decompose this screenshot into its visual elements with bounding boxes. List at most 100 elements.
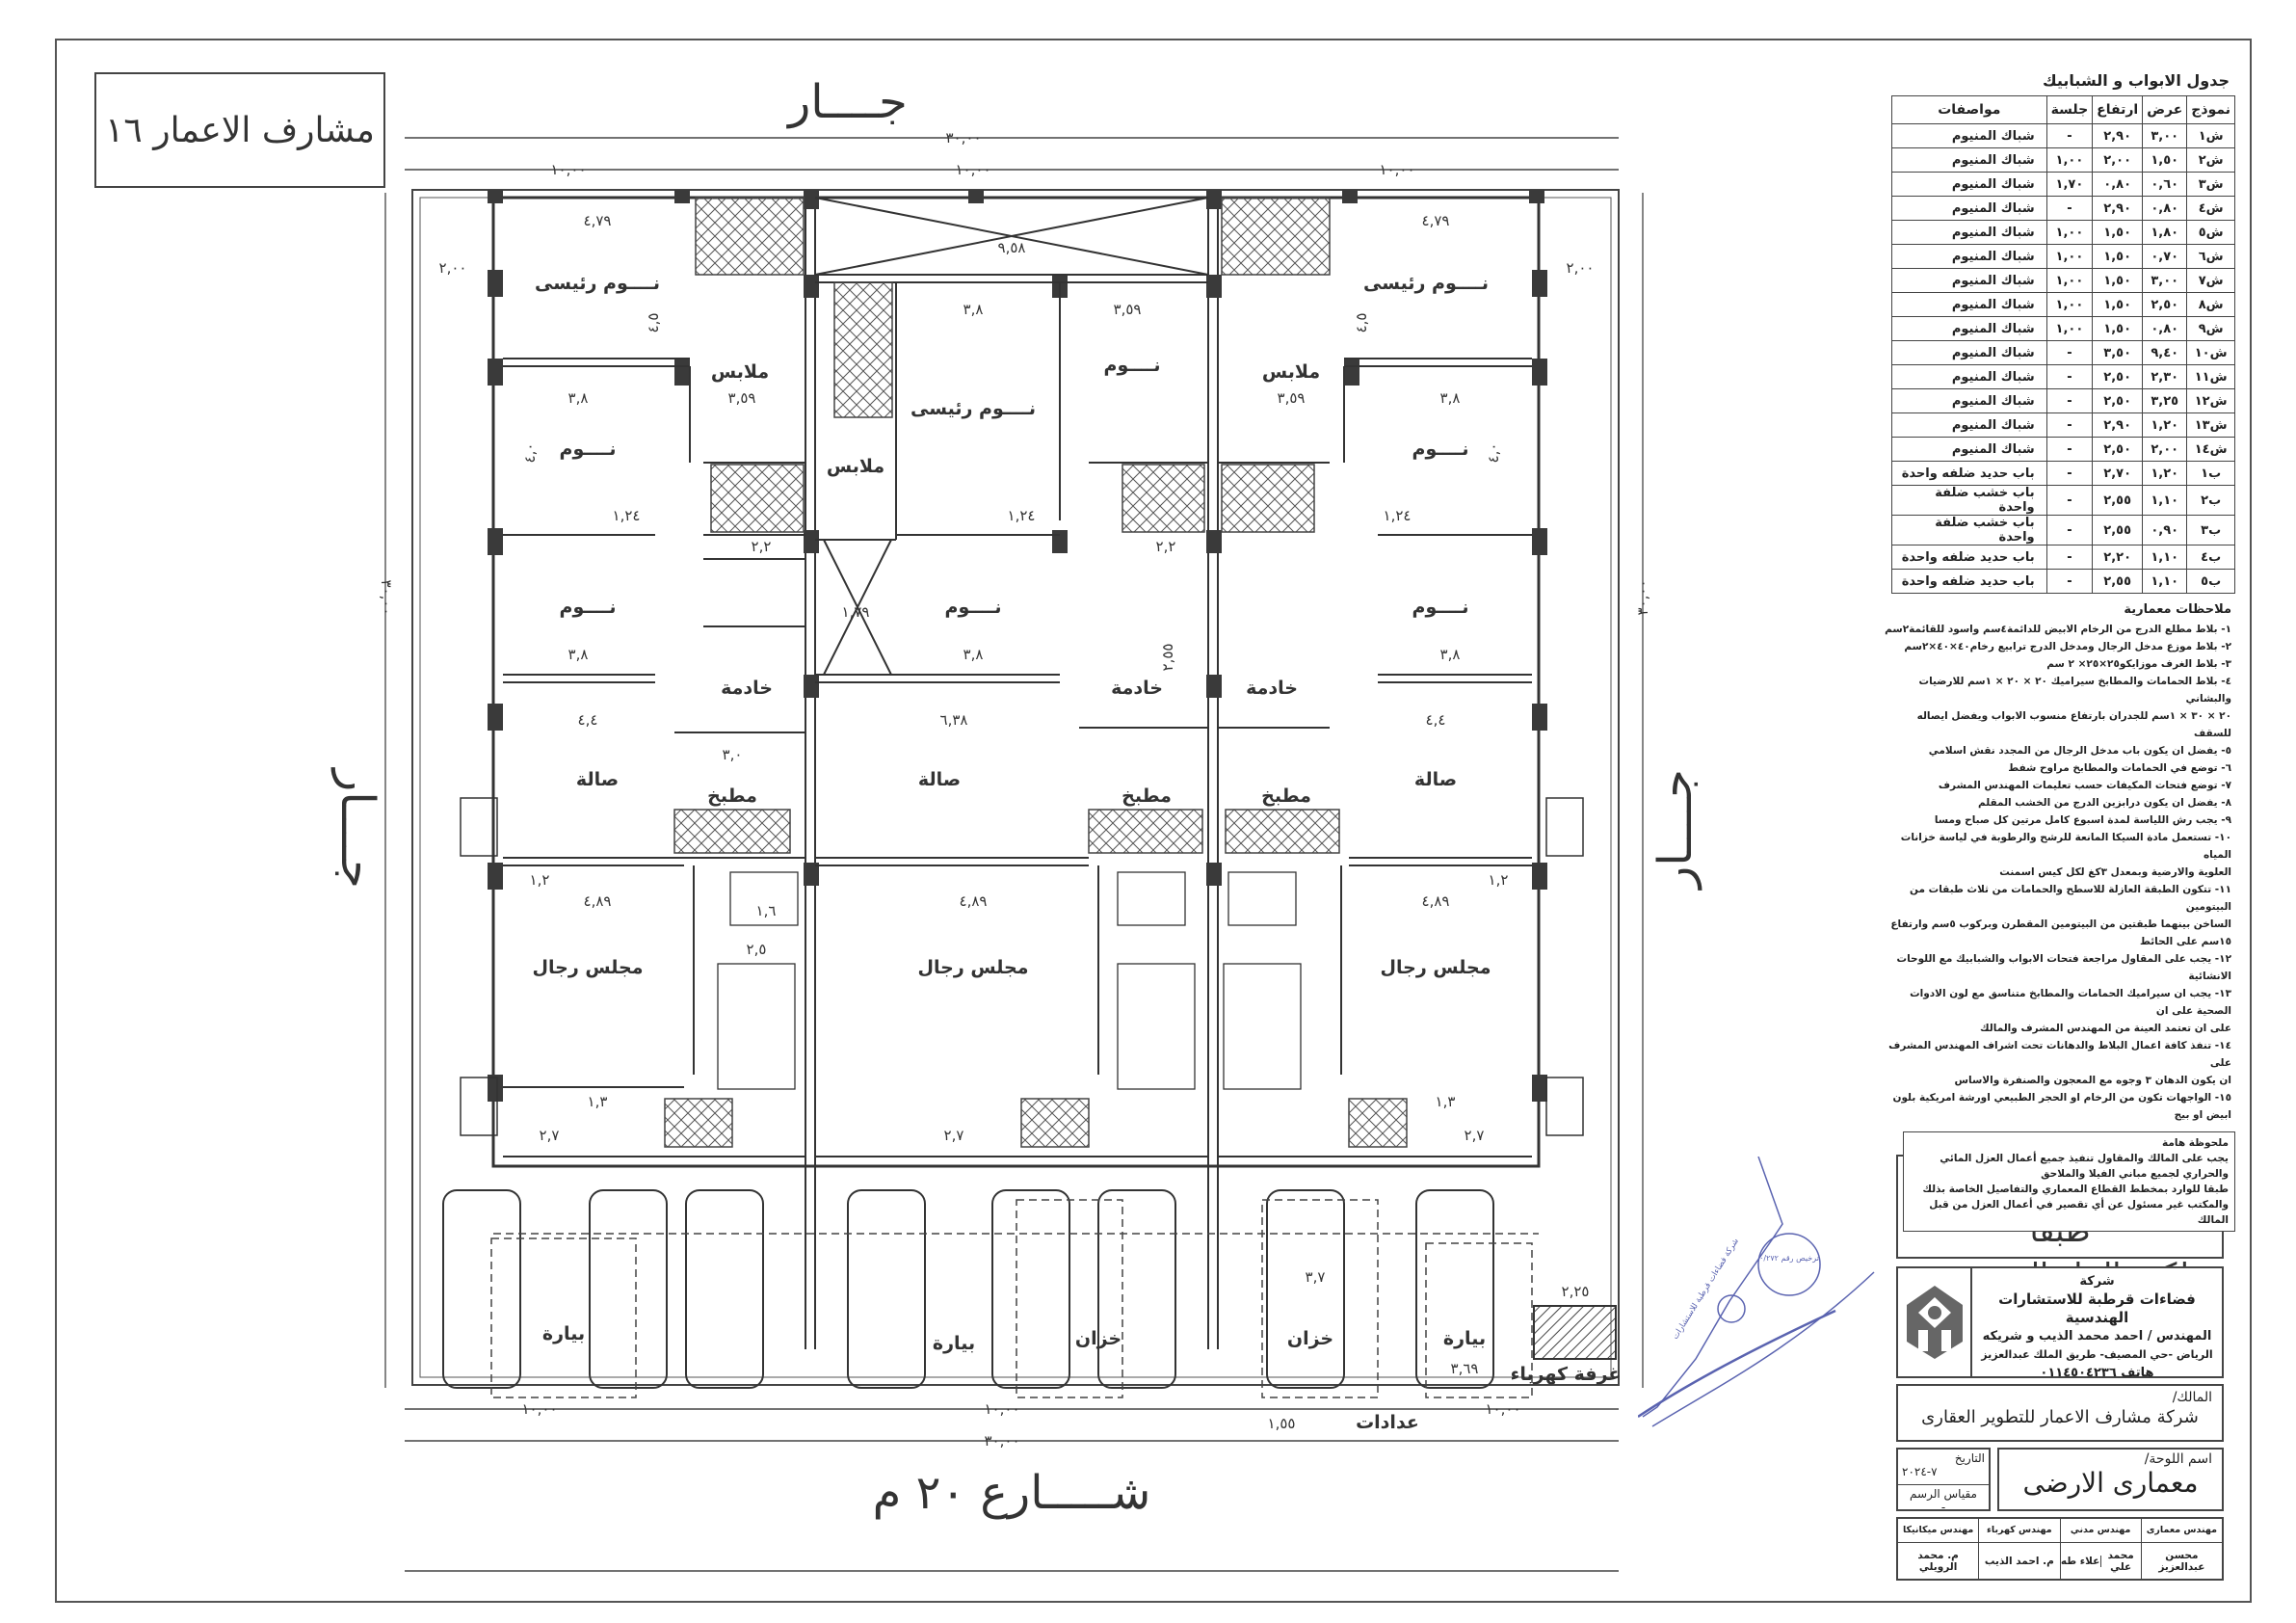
schedule-type: ب١: [2186, 461, 2235, 486]
schedule-width: ١,٥٠: [2142, 147, 2188, 173]
schedule-spec: شباك المنيوم: [1891, 172, 2047, 197]
sheet-label: اسم اللوحة/: [2144, 1451, 2212, 1467]
schedule-width: ٠,٦٠: [2142, 172, 2188, 197]
schedule-type: ش١٠: [2186, 340, 2235, 365]
schedule-height: ٢,٥٠: [2092, 437, 2144, 462]
dim-text: ٤,٤: [578, 711, 598, 729]
note-item: ١١- تتكون الطبقة العازلة للاسطح والحماما…: [1910, 884, 2231, 913]
schedule-header: مواصفات: [1891, 95, 2047, 124]
neighbor-label-left: جــــار: [330, 767, 384, 889]
schedule-sill: -: [2045, 437, 2094, 462]
note-item: ١٤- تنفذ كافة اعمال البلاط والدهانات تحت…: [1888, 1040, 2231, 1069]
signature-name: علاء طه: [2060, 1555, 2101, 1567]
scale-label: مقياس الرسم: [1910, 1487, 1977, 1501]
interior-dimensions: ٤,٧٩ ٤,٧٩ ٩,٥٨ ٣,٨ ٣,٥٩ ٣,٨ ٣,٥٩ ٣,٥٩ ٣,…: [521, 212, 1589, 1432]
dim-text: ٣,٨: [1440, 389, 1461, 407]
sheet-name-box: اسم اللوحة/ معمارى الارضى: [1997, 1448, 2224, 1511]
schedule-sill: -: [2045, 412, 2094, 438]
note-item: الساخن بينهما طبقتين من البيتومين المقطر…: [1890, 918, 2231, 947]
dim-text: ١,٢٤: [1384, 507, 1412, 524]
schedule-height: ١,٥٠: [2092, 220, 2144, 245]
scale-value: -: [1940, 1501, 1946, 1514]
signature-role: مهندس معمارى: [2141, 1519, 2222, 1543]
dim-text: ٢,٧: [540, 1127, 560, 1144]
schedule-spec: شباك المنيوم: [1891, 147, 2047, 173]
room-label-dressing: ملابس: [1262, 361, 1320, 383]
firm-logo: [1898, 1268, 1972, 1376]
project-title-box: مشارف الاعمار ١٦: [94, 72, 385, 188]
schedule-height: ٢,٥٠: [2092, 388, 2144, 413]
schedule-spec: شباك المنيوم: [1891, 196, 2047, 221]
dim-text: ١,٦: [756, 902, 777, 919]
dim-text-vertical: ٤,٥: [1353, 313, 1370, 333]
schedule-width: ١,١٠: [2142, 545, 2188, 570]
signature-role: مهندس كهرباء: [1979, 1519, 2060, 1543]
neighbor-label-top: جــــار: [786, 75, 908, 129]
schedule-height: ٢,٢٠: [2092, 545, 2144, 570]
schedule-height: ٢,٥٠: [2092, 364, 2144, 389]
schedule-sill: ١,٠٠: [2045, 147, 2094, 173]
schedule-width: ٢,٥٠: [2142, 292, 2188, 317]
schedule-width: ١,٢٠: [2142, 412, 2188, 438]
dim-text: ٢,٢٥: [1562, 1283, 1590, 1300]
schedule-spec: باب خشب ضلفة واحدة: [1891, 515, 2047, 545]
schedule-sill: -: [2045, 545, 2094, 570]
dim-setback-left: ٢,٠٠: [439, 259, 467, 277]
general-note-line: والمكتب غير مسئول عن أي تقصير في أعمال ا…: [1929, 1199, 2229, 1226]
interior-walls: [503, 197, 1532, 1157]
building-outline: [491, 196, 1541, 1168]
dim-unit-top-3: ١٠,٠٠: [1380, 161, 1415, 178]
note-item: ان يكون الدهان ٣ وجوه مع المعجون والصنفر…: [1954, 1075, 2231, 1086]
schedule-sill: ١,٠٠: [2045, 268, 2094, 293]
schedule-sill: -: [2045, 123, 2094, 148]
schedule-width: ٠,٩٠: [2142, 515, 2188, 545]
room-label-men-majlis: مجلس رجال: [533, 957, 644, 978]
schedule-sill: ١,٠٠: [2045, 292, 2094, 317]
room-label-men-majlis: مجلس رجال: [918, 957, 1029, 978]
schedule-width: ٢,٠٠: [2142, 437, 2188, 462]
dim-text: ٤,٤: [1426, 711, 1446, 729]
room-label-car: بيارة: [1443, 1328, 1486, 1349]
dim-text: ٣,٥٩: [1278, 389, 1306, 407]
dim-unit-bottom-1: ١٠,٠٠: [522, 1400, 558, 1418]
note-item: ٩- يجب رش اللياسة لمدة اسبوع كامل مرتين …: [1934, 814, 2231, 826]
signatures-box: مهندس معمارى محسن عبدالعزيز مهندس مدني م…: [1896, 1517, 2224, 1581]
signature-mechanical: مهندس ميكانيكا م. محمد الرويلي: [1898, 1519, 1979, 1579]
note-item: على ان تعتمد العينة من المهندس المشرف وا…: [1980, 1023, 2231, 1034]
schedule-width: ٣,٠٠: [2142, 123, 2188, 148]
room-label-dressing: ملابس: [711, 361, 769, 383]
room-label-dressing: ملابس: [827, 456, 884, 477]
dim-text: ١,٧٩: [842, 603, 870, 621]
schedule-width: ١,٢٠: [2142, 461, 2188, 486]
dim-text: ٢,٧: [1465, 1127, 1485, 1144]
stairs: [717, 871, 1302, 1090]
schedule-type: ب٥: [2186, 569, 2235, 594]
schedule-width: ٠,٨٠: [2142, 316, 2188, 341]
note-item: العلوية والارضية وبمعدل ٣كغ لكل كيس اسمن…: [1999, 866, 2231, 878]
room-label-hall: صالة: [576, 769, 619, 790]
drawing-frame: [55, 39, 2252, 1603]
note-item: ١٥- الواجهات تكون من الرخام او الحجر الط…: [1892, 1092, 2231, 1121]
dim-text: ١,٣: [1436, 1093, 1456, 1110]
architectural-notes: ملاحظات معمارية ١- بلاط مطلع الدرج من ال…: [1879, 601, 2235, 1124]
schedule-spec: شباك المنيوم: [1891, 123, 2047, 148]
dim-text: ٢,٢: [752, 538, 772, 555]
schedule-height: ١,٥٠: [2092, 268, 2144, 293]
schedule-height: ٢,٥٥: [2092, 515, 2144, 545]
electric-room: [1533, 1305, 1617, 1360]
dim-text: ١,٢٤: [613, 507, 641, 524]
room-label-kitchen: مطبخ: [1261, 785, 1311, 807]
dim-text: ٢,٧: [944, 1127, 964, 1144]
room-label-tank: خزان: [1287, 1328, 1333, 1349]
date-scale-box: التاريخ ٧-٢٠٢٤ مقياس الرسم -: [1896, 1448, 1991, 1514]
note-item: ٢٠ × ٣٠ × ١سم للجدران بارتفاع منسوب الاب…: [1916, 710, 2231, 739]
tank-outlines: [490, 1199, 1539, 1398]
